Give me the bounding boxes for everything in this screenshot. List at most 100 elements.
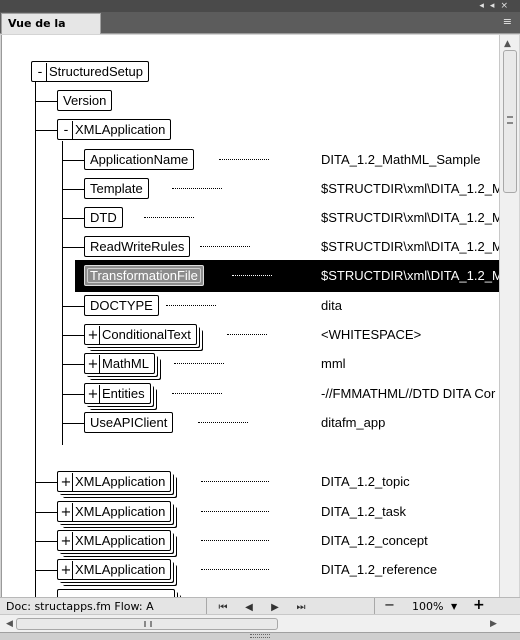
node-value[interactable]: mml (321, 356, 346, 371)
node-value[interactable]: $STRUCTDIR\xml\DITA_1.2_M (321, 210, 499, 225)
status-bar: Doc: structapps.fm Flow: A ⏮ ◀ ▶ ⏭ − 100% ▼… (0, 597, 520, 615)
tree-node-version[interactable]: Version (57, 90, 113, 111)
close-panel-icon[interactable]: × (500, 1, 514, 11)
tree-node-dtd[interactable]: DTD (84, 207, 123, 228)
tree-line (35, 72, 36, 597)
tree-node-xmlapplication-concept[interactable]: +XMLApplication (57, 530, 172, 551)
tree-line (62, 189, 84, 190)
tree-line (35, 541, 57, 542)
tree-node-applicationname[interactable]: ApplicationName (84, 149, 195, 170)
node-value[interactable]: dita (321, 298, 342, 313)
horizontal-scrollbar[interactable]: ◀ ▶ (0, 614, 520, 632)
node-value[interactable]: -//FMMATHML//DTD DITA Cor (321, 386, 496, 401)
leader-dots (200, 246, 250, 247)
tree-node-xmlapplication[interactable]: -XMLApplication (57, 119, 172, 140)
expand-toggle[interactable]: + (60, 503, 73, 522)
zoom-dropdown-icon[interactable]: ▼ (451, 602, 458, 611)
leader-dots (174, 363, 224, 364)
scroll-up-icon[interactable]: ▲ (504, 39, 511, 49)
tree-line (35, 512, 57, 513)
tree-line (62, 141, 63, 445)
leader-dots (201, 511, 269, 512)
leader-dots (172, 188, 222, 189)
tree-line (62, 218, 84, 219)
leader-dots (219, 159, 269, 160)
previous-page-icon[interactable]: ◀ (245, 602, 253, 613)
tree-node-entities[interactable]: +Entities (84, 383, 151, 404)
panel-controls: ◂◂× (479, 0, 514, 12)
tree-line (62, 423, 84, 424)
zoom-level[interactable]: 100% (412, 600, 444, 613)
expand-toggle[interactable]: + (87, 385, 100, 404)
leader-dots (232, 275, 272, 276)
tree-node-structuredsetup[interactable]: -StructuredSetup (31, 61, 149, 82)
vertical-scroll-thumb[interactable] (503, 50, 517, 193)
tree-line (35, 482, 57, 483)
grip-icon (507, 116, 513, 124)
resize-bar[interactable] (0, 632, 520, 640)
tree-node-transformationfile[interactable]: TransformationFile (84, 265, 204, 286)
tree-node-readwriterules[interactable]: ReadWriteRules (84, 236, 191, 257)
leader-dots (201, 481, 269, 482)
divider (206, 598, 207, 615)
tree-node-xmlapplication-topic[interactable]: +XMLApplication (57, 471, 172, 492)
leader-dots (172, 393, 222, 394)
node-value[interactable]: $STRUCTDIR\xml\DITA_1.2_M (321, 268, 499, 283)
tree-node-template[interactable]: Template (84, 178, 149, 199)
node-value[interactable]: $STRUCTDIR\xml\DITA_1.2_M (321, 181, 499, 196)
leader-dots (166, 305, 216, 306)
node-value[interactable]: ditafm_app (321, 415, 386, 430)
node-value[interactable]: DITA_1.2_MathML_Sample (321, 152, 481, 167)
node-value[interactable]: DITA_1.2_reference (321, 562, 438, 577)
leader-dots (198, 422, 248, 423)
tree-node-mathml[interactable]: +MathML (84, 353, 155, 374)
grip-icon (144, 621, 152, 627)
expand-toggle[interactable]: + (87, 355, 100, 374)
tree-line (35, 570, 57, 571)
zoom-out-button[interactable]: − (384, 598, 395, 613)
tree-node-xmlapplication-reference[interactable]: +XMLApplication (57, 559, 172, 580)
tree-node-useapiclient[interactable]: UseAPIClient (84, 412, 174, 433)
leader-dots (201, 540, 269, 541)
scroll-right-icon[interactable]: ▶ (490, 619, 497, 629)
collapse-toggle[interactable]: - (60, 121, 73, 140)
collapse-toggle[interactable]: - (34, 63, 47, 82)
horizontal-scroll-thumb[interactable] (16, 618, 278, 630)
expand-toggle[interactable]: + (60, 473, 73, 492)
panel-menu-icon[interactable]: ≡ (502, 15, 512, 28)
expand-toggle[interactable]: + (60, 532, 73, 551)
node-value[interactable]: DITA_1.2_topic (321, 474, 410, 489)
tree-line (62, 160, 84, 161)
tree-line (35, 130, 57, 131)
node-value[interactable]: $STRUCTDIR\xml\DITA_1.2_M (321, 239, 499, 254)
tree-line (62, 394, 84, 395)
tab-strip: Vue de la structure ≡ (0, 12, 520, 49)
tab-structure-view[interactable]: Vue de la structure (1, 13, 101, 49)
node-value[interactable]: <WHITESPACE> (321, 327, 422, 342)
tree-node-partial[interactable] (57, 589, 175, 597)
document-flow-status: Doc: structapps.fm Flow: A (6, 600, 154, 613)
last-page-icon[interactable]: ⏭ (296, 602, 306, 613)
tree-line (62, 247, 84, 248)
tree-line (35, 101, 57, 102)
leader-dots (201, 569, 269, 570)
tree-line (62, 335, 84, 336)
tree-node-xmlapplication-task[interactable]: +XMLApplication (57, 501, 172, 522)
tree-line (62, 306, 84, 307)
collapse-panel-icon[interactable]: ◂◂ (479, 1, 501, 11)
scroll-left-icon[interactable]: ◀ (6, 619, 13, 629)
zoom-in-button[interactable]: + (473, 597, 485, 613)
node-value[interactable]: DITA_1.2_concept (321, 533, 428, 548)
vertical-scrollbar[interactable]: ▲ (499, 35, 519, 597)
expand-toggle[interactable]: + (60, 561, 73, 580)
node-value[interactable]: DITA_1.2_task (321, 504, 407, 519)
expand-toggle[interactable]: + (87, 326, 100, 345)
divider (374, 598, 375, 615)
first-page-icon[interactable]: ⏮ (218, 602, 228, 613)
next-page-icon[interactable]: ▶ (271, 602, 279, 613)
leader-dots (227, 334, 267, 335)
resize-grip-icon (250, 634, 270, 638)
tree-node-doctype[interactable]: DOCTYPE (84, 295, 159, 316)
structure-tree-view: -StructuredSetup Version -XMLApplication… (1, 35, 499, 597)
tree-node-conditionaltext[interactable]: +ConditionalText (84, 324, 197, 345)
